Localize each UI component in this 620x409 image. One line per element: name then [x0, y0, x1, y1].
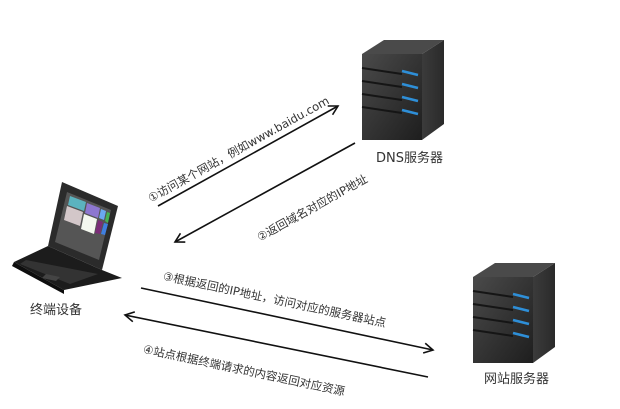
arrow-step-3	[140, 287, 435, 354]
drive-bay	[472, 290, 514, 298]
dns-server-icon	[361, 40, 444, 140]
web-server-label: 网站服务器	[484, 372, 550, 387]
server-led	[401, 95, 419, 103]
server-led	[512, 331, 530, 339]
screen-tile	[68, 196, 86, 211]
drive-bay	[361, 106, 403, 114]
screen-tile	[81, 214, 97, 234]
screen-tile	[95, 220, 103, 234]
drive-bay	[361, 80, 403, 88]
drive-bay	[361, 93, 403, 101]
server-led	[401, 82, 419, 90]
server-led	[512, 305, 530, 313]
web-server-icon	[472, 263, 555, 363]
server-led	[401, 108, 419, 116]
drive-bay	[472, 316, 514, 324]
screen-tile	[105, 212, 110, 223]
screen-tile	[64, 206, 83, 226]
drive-bay	[361, 67, 403, 75]
screen-tile	[99, 209, 106, 220]
laptop-touchpad	[42, 274, 60, 281]
laptop-base	[14, 246, 122, 290]
arrow-step-4	[123, 311, 429, 378]
server-led	[401, 69, 419, 77]
arrow-step-1	[157, 105, 340, 207]
server-led	[512, 318, 530, 326]
terminal-label: 终端设备	[30, 303, 83, 318]
laptop-keyboard	[20, 260, 98, 284]
screen-tile	[85, 203, 100, 218]
dns-server-label: DNS服务器	[376, 151, 443, 166]
screen-tile	[101, 223, 108, 235]
server-led	[512, 292, 530, 300]
laptop-icon	[12, 182, 122, 294]
screen-tiles	[64, 196, 110, 235]
arrow-step-2	[173, 142, 356, 243]
drive-bay	[472, 303, 514, 311]
drive-bay	[472, 329, 514, 337]
